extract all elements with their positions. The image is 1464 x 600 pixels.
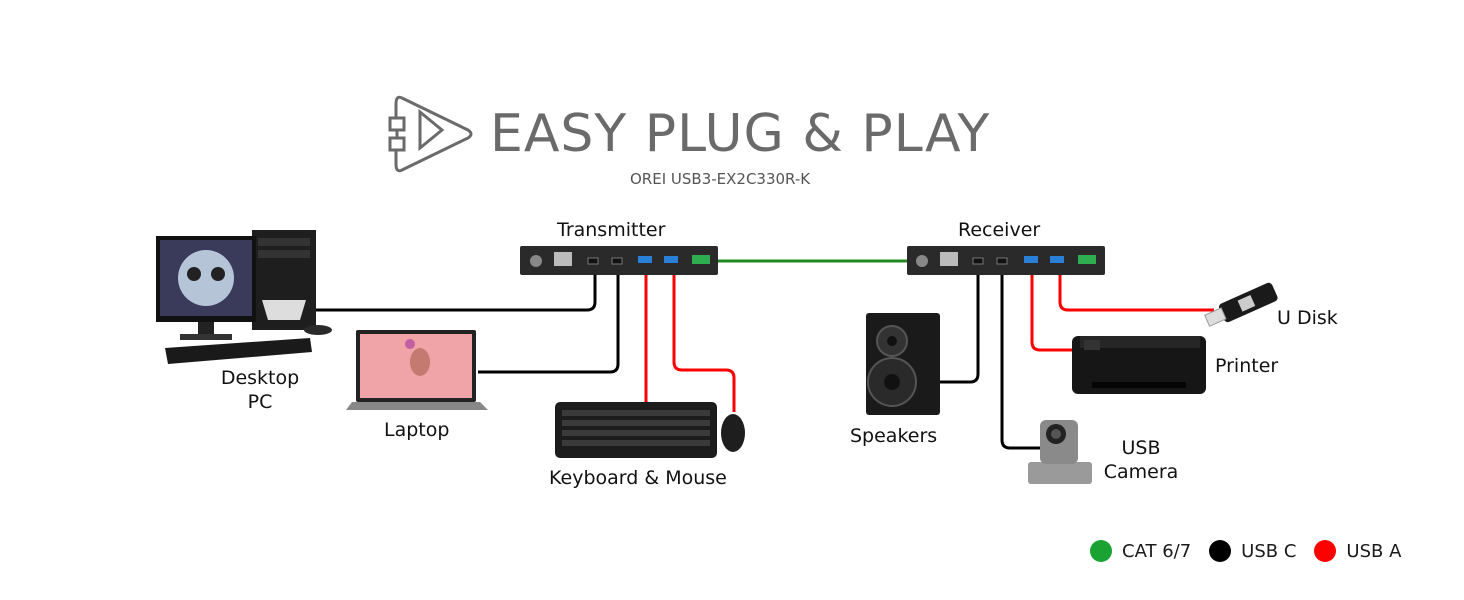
printer-image: [1072, 336, 1206, 394]
usbc-cable-laptop: [478, 275, 620, 374]
usba-cable-mouse: [672, 275, 736, 412]
usb-camera-label-line1: USB: [1121, 437, 1161, 459]
legend-item-cat: CAT 6/7: [1090, 540, 1191, 562]
desktop-pc-image: [156, 230, 332, 364]
transmitter-device: [520, 246, 718, 275]
legend: CAT 6/7 USB C USB A: [1090, 540, 1419, 562]
usba-cable-udisk: [1058, 275, 1214, 312]
usb-camera-image: [1028, 420, 1092, 484]
mouse-image: [721, 414, 745, 452]
desktop-pc-label-line2: PC: [247, 391, 273, 413]
legend-item-usbc: USB C: [1209, 540, 1296, 562]
usb-camera-label: USB Camera: [1099, 436, 1183, 484]
plug-play-icon: [388, 95, 473, 173]
keyboard-mouse-label: Keyboard & Mouse: [549, 467, 727, 489]
u-disk-image: [1204, 282, 1278, 327]
desktop-pc-label-line1: Desktop: [220, 367, 300, 389]
receiver-device: [907, 246, 1105, 275]
usbc-cable-camera: [1000, 275, 1040, 450]
model-number: OREI USB3-EX2C330R-K: [630, 170, 811, 188]
keyboard-image: [555, 402, 717, 458]
usbc-cable-desktop: [316, 275, 597, 312]
u-disk-label: U Disk: [1277, 307, 1338, 329]
legend-label: CAT 6/7: [1122, 540, 1192, 562]
desktop-pc-label: Desktop PC: [214, 366, 306, 414]
page-title: EASY PLUG & PLAY: [490, 104, 991, 164]
usbc-cable-speakers: [940, 275, 980, 384]
transmitter-label: Transmitter: [557, 219, 666, 241]
laptop-image: [346, 330, 488, 410]
usba-cable-printer: [1030, 275, 1073, 352]
speakers-image: [866, 313, 940, 415]
laptop-label: Laptop: [384, 419, 450, 441]
speakers-label: Speakers: [850, 425, 938, 447]
receiver-label: Receiver: [958, 219, 1041, 241]
printer-label: Printer: [1215, 355, 1279, 377]
usb-camera-label-line2: Camera: [1103, 461, 1179, 483]
cat-dot-icon: [1090, 540, 1112, 562]
usba-dot-icon: [1314, 540, 1337, 562]
legend-item-usba: USB A: [1314, 540, 1401, 562]
usbc-dot-icon: [1209, 540, 1232, 562]
legend-label: USB A: [1346, 540, 1402, 562]
legend-label: USB C: [1241, 540, 1297, 562]
